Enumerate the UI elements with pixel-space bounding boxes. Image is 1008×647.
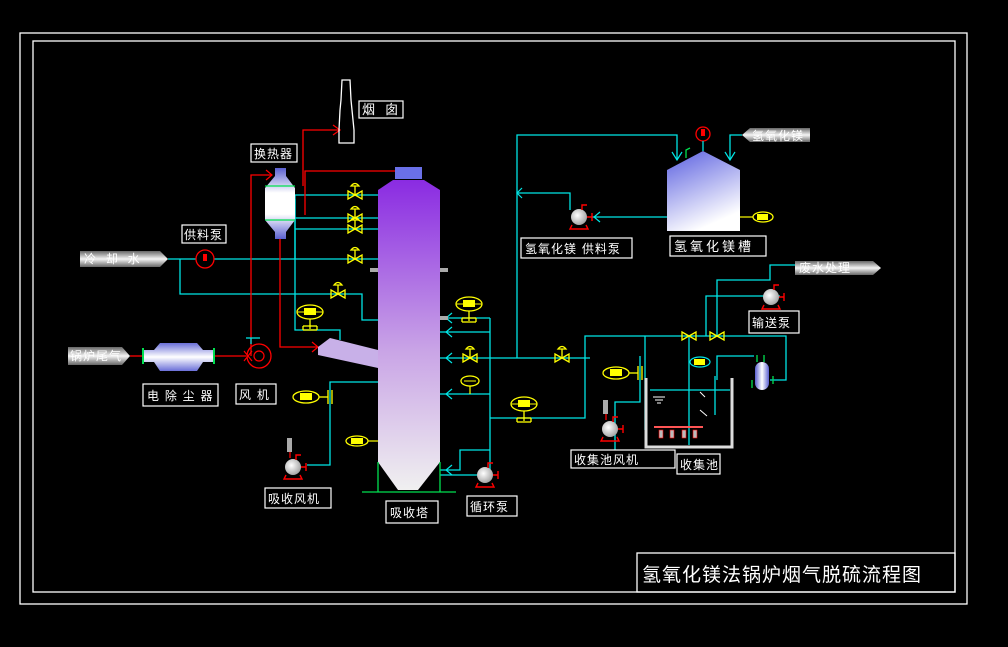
level-indicator-icon [345,435,378,447]
fan-icon[interactable] [246,337,272,369]
gate-valve-icon[interactable] [347,182,363,200]
circulation-pump-label-box [466,495,518,517]
flue-gas-arrows [243,124,342,362]
transfer-pump-label-box [748,310,800,334]
pressure-gauge-icon [460,375,480,394]
gate-valve-icon[interactable] [462,345,478,363]
absorption-fan-label-box [264,487,332,509]
mgoh2-tank-label: 氢氧化镁槽 [674,240,754,255]
boiler-exhaust-inlet: 锅炉尾气 [68,347,130,365]
chimney-label-box [358,100,404,119]
mgoh2-feed-pump-icon[interactable] [569,204,593,230]
svg-text:冷 却 水: 冷 却 水 [84,252,143,266]
fan-label: 风 机 [239,388,270,402]
gate-valve-icon[interactable] [347,216,363,234]
flow-arrows [445,151,736,476]
outer-frame [19,32,968,605]
fan-label-box [235,383,277,405]
control-valve-icon[interactable] [292,389,333,405]
separator-vessel [751,355,774,390]
wastewater-outlet: 废水处理 [795,260,881,275]
mgoh2-tank-label-box [669,235,767,257]
mgoh2-tank [667,126,740,231]
gate-valve-icon[interactable] [709,330,725,342]
electrostatic-precipitator [142,343,215,371]
transfer-pump-label: 输送泵 [752,315,791,330]
level-controller-icon [689,356,711,368]
flue-gas-pipes [130,129,400,357]
feed-pump-icon[interactable] [195,249,215,269]
mgoh2-inlet: 氢氧化镁 [742,128,810,143]
level-indicator-icon [740,211,774,223]
gate-valve-icon[interactable] [554,345,570,363]
inner-frame [32,40,956,593]
chimney [338,79,355,144]
collection-tank-fan[interactable] [600,400,624,442]
circulation-pump-label: 循环泵 [470,500,509,514]
circulation-pump-icon[interactable] [475,462,499,488]
absorption-fan-label: 吸收风机 [268,492,320,506]
absorption-tower-label-box [385,500,439,524]
collection-tank-fan-label-box [570,449,676,469]
absorption-fan[interactable] [283,438,307,480]
heat-exchanger-label-box [250,143,298,163]
control-valve-icon[interactable] [296,304,324,331]
transfer-pump-icon[interactable] [761,284,785,310]
absorption-tower-label: 吸收塔 [390,506,429,520]
mgoh2-feed-pump-label-box [520,237,633,259]
diagram-title: 氢氧化镁法锅炉烟气脱硫流程图 [642,564,922,586]
collection-tank-label-box [676,453,721,475]
svg-text:锅炉尾气: 锅炉尾气 [70,348,122,363]
feed-pump-label: 供料泵 [184,228,223,242]
gate-valve-icon[interactable] [347,246,363,264]
esp-label: 电 除 尘 器 [147,388,213,403]
svg-text:废水处理: 废水处理 [799,260,851,275]
gate-valve-icon[interactable] [330,281,346,299]
title-block [636,552,956,593]
svg-text:氢氧化镁: 氢氧化镁 [752,128,804,143]
feed-pump-label-box [181,224,227,244]
collection-tank [644,378,734,449]
collection-tank-fan-label: 收集池风机 [574,452,639,467]
chimney-label: 烟 囱 [362,103,401,118]
heat-exchanger-label: 换热器 [254,147,293,161]
gate-valve-icon[interactable] [681,330,697,342]
absorption-tower [318,167,456,493]
cooling-water-inlet: 冷 却 水 [80,251,168,267]
heat-exchanger [265,168,295,239]
collection-tank-label: 收集池 [680,457,719,472]
control-valve-icon[interactable] [602,365,643,381]
mgoh2-feed-pump-label: 氢氧化镁 供料泵 [525,241,621,256]
esp-label-box [142,383,219,407]
